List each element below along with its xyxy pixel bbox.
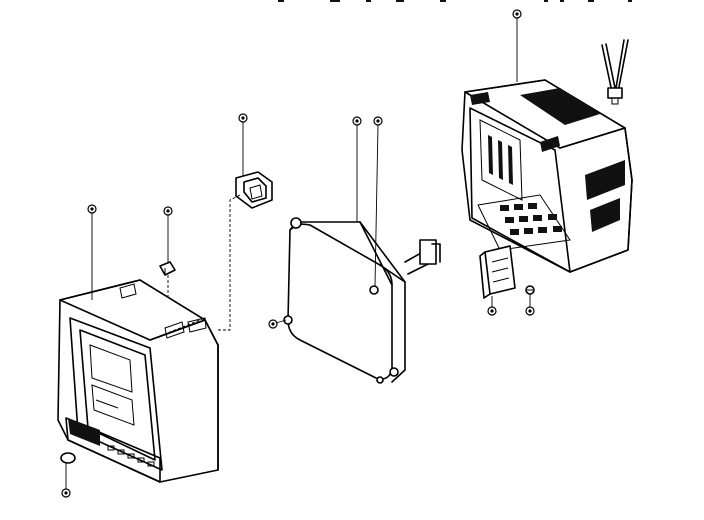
tube-screw-bottom — [376, 376, 384, 384]
speaker-bracket — [235, 171, 273, 209]
power-knob — [60, 452, 76, 464]
tube-screw — [369, 285, 379, 295]
rear-bracket — [479, 245, 516, 299]
front-cabinet — [57, 279, 219, 483]
rear-screw — [525, 285, 535, 295]
picture-tube — [283, 217, 441, 383]
back-cabinet — [461, 79, 633, 273]
antenna — [601, 39, 629, 105]
top-edge-marks — [278, 0, 632, 2]
control-buttons — [107, 445, 155, 467]
control-button — [159, 261, 176, 276]
